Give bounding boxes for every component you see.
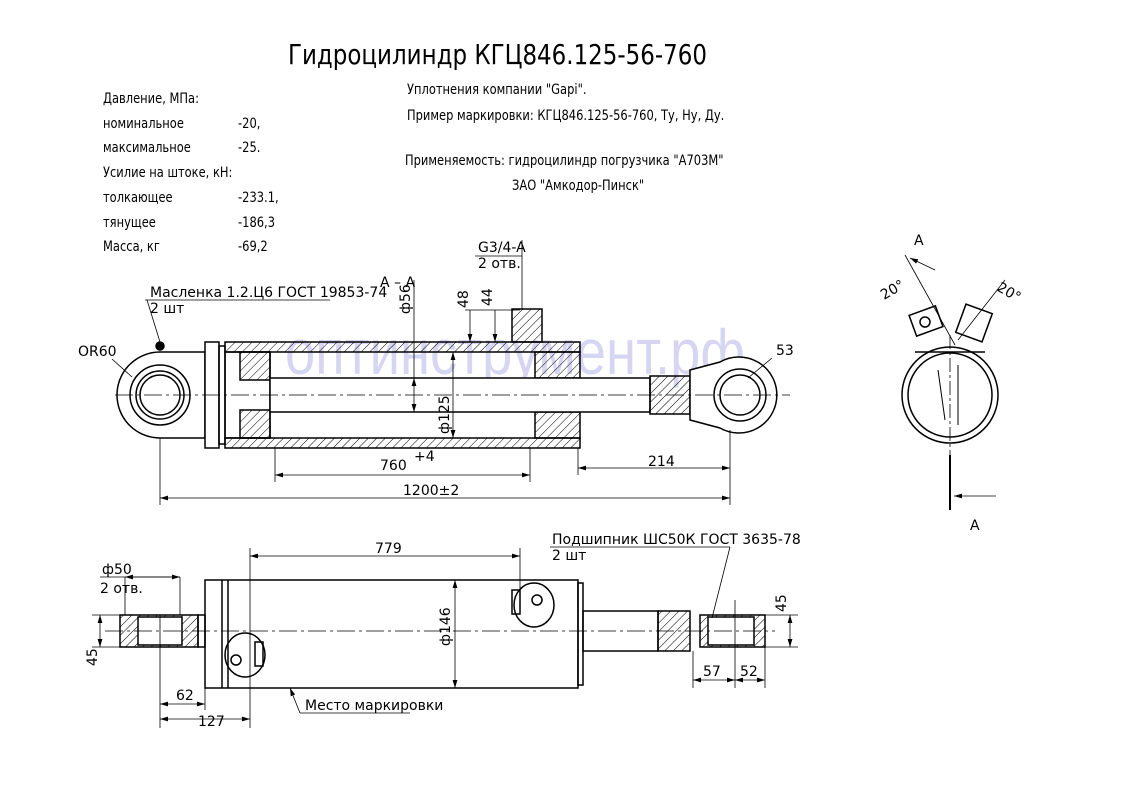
dim-d146: ф146 bbox=[438, 607, 454, 646]
section-view bbox=[901, 254, 1006, 510]
section-label-bottom: А bbox=[970, 518, 980, 534]
dim-57: 57 bbox=[703, 664, 721, 680]
spec-value: -69,2 bbox=[238, 239, 268, 255]
dim-stroke: 760 bbox=[380, 458, 407, 474]
left-eye bbox=[116, 341, 206, 439]
dim-53: 53 bbox=[776, 343, 794, 359]
note-marking-example: Пример маркировки: КГЦ846.125-56-760, Ту… bbox=[407, 108, 725, 124]
dim-45-right: 45 bbox=[774, 594, 790, 612]
spec-label: толкающее bbox=[103, 190, 173, 206]
dim-total: 1200±2 bbox=[403, 483, 459, 499]
spec-label: Усилие на штоке, кН: bbox=[103, 165, 233, 181]
bearing-count: 2 шт bbox=[552, 548, 586, 564]
spec-value: -25. bbox=[238, 140, 261, 156]
dim-44: 44 bbox=[480, 288, 496, 306]
oiler-count: 2 шт bbox=[150, 301, 184, 317]
marking-place-label: Место маркировки bbox=[305, 698, 443, 714]
dim-stroke-tolerance: +4 bbox=[414, 449, 435, 465]
spec-label: Давление, МПа: bbox=[103, 91, 199, 107]
spec-value: -233.1, bbox=[238, 190, 279, 206]
spec-label: максимальное bbox=[103, 140, 191, 156]
dim-779: 779 bbox=[375, 541, 402, 557]
dim-48: 48 bbox=[456, 290, 472, 308]
dim-127: 127 bbox=[198, 714, 225, 730]
drawing-title: Гидроцилиндр КГЦ846.125-56-760 bbox=[288, 38, 708, 71]
angle-right: 20° bbox=[994, 280, 1024, 306]
dim-d56: ф56 bbox=[398, 284, 414, 314]
spec-label: Масса, кг bbox=[103, 239, 160, 255]
dim-214: 214 bbox=[648, 454, 675, 470]
port-count: 2 отв. bbox=[478, 256, 521, 272]
port-label: G3/4-A bbox=[478, 240, 526, 256]
top-view bbox=[111, 240, 790, 505]
note-company: ЗАО "Амкодор-Пинск" bbox=[512, 178, 645, 194]
dim-d50: ф50 bbox=[102, 562, 132, 578]
holes-count: 2 отв. bbox=[100, 581, 143, 597]
spec-value: -20, bbox=[238, 116, 261, 132]
spec-label: номинальное bbox=[103, 116, 184, 132]
dim-62: 62 bbox=[176, 688, 194, 704]
spec-value: -186,3 bbox=[238, 215, 276, 231]
radius-dim: OR60 bbox=[78, 344, 117, 360]
dim-d125: ф125 bbox=[437, 395, 453, 434]
section-label-top: А bbox=[914, 233, 924, 249]
spec-label: тянущее bbox=[103, 215, 156, 231]
note-seals: Уплотнения компании "Gapi". bbox=[407, 82, 587, 98]
note-applicability: Применяемость: гидроцилиндр погрузчика "… bbox=[405, 153, 724, 169]
oiler-label: Масленка 1.2.Ц6 ГОСТ 19853-74 bbox=[150, 285, 387, 301]
dim-52: 52 bbox=[740, 664, 758, 680]
bearing-label: Подшипник ШС50К ГОСТ 3635-78 bbox=[552, 532, 801, 548]
dim-45-left: 45 bbox=[85, 648, 101, 666]
angle-left: 20° bbox=[878, 277, 908, 303]
section-label: А – А bbox=[380, 275, 415, 291]
bottom-view bbox=[92, 546, 798, 728]
